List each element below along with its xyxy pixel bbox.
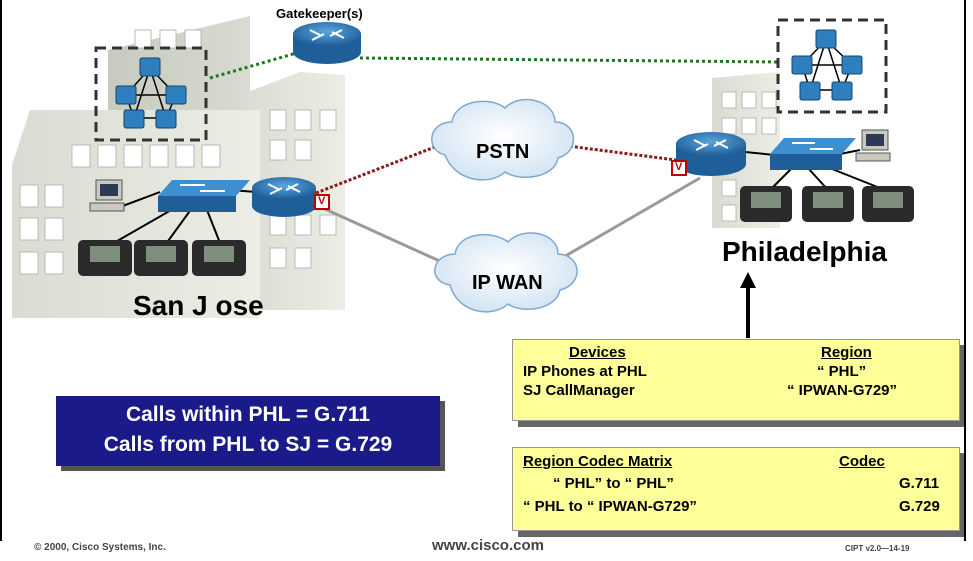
device-row-2: SJ CallManager [523,382,635,399]
sj-switch-icon [158,180,250,212]
pstn-label: PSTN [476,141,530,163]
device-row-1: IP Phones at PHL [523,363,647,380]
region-header: Region [821,344,872,361]
devices-header: Devices [569,344,626,361]
phl-pc-icon [855,129,891,162]
slide-right-border [964,0,966,541]
codec-matrix-box: Region Codec Matrix Codec “ PHL” to “ PH… [512,447,960,531]
sj-pstn-link [315,143,441,195]
url-footer: www.cisco.com [432,537,544,554]
copyright-footer: © 2000, Cisco Systems, Inc. [34,542,166,553]
sj-ip-phones [78,240,246,276]
phl-switch-icon [770,138,856,170]
phl-ip-phones [740,186,914,222]
region-row-2: “ IPWAN-G729” [787,382,898,399]
phl-router-icon [676,132,746,176]
codec-value-row-1: G.711 [899,475,940,492]
summary-line-1: Calls within PHL = G.711 [125,403,371,426]
gatekeeper-link-left [209,50,301,80]
codec-value-row-2: G.729 [899,498,940,515]
sj-pc-icon [89,179,125,212]
slide-left-border [0,0,2,541]
ipwan-label: IP WAN [472,272,543,294]
sj-voice-marker: V [318,195,326,207]
sj-callmanager-cluster [94,46,208,142]
san-jose-label: San J ose [133,290,264,321]
ipwan-cloud [434,232,578,313]
phl-voice-port-marker [671,160,687,176]
summary-line-2: Calls from PHL to SJ = G.729 [103,433,393,456]
codec-summary-box: Calls within PHL = G.711 Calls from PHL … [56,396,440,466]
codec-header: Codec [839,453,885,470]
sj-router-icon [252,177,316,217]
course-footer: CIPT v2.0—14-19 [845,544,910,553]
codec-pair-row-2: “ PHL to “ IPWAN-G729” [523,498,697,515]
phl-pstn-link [559,143,677,162]
phl-box-pointer-arrow [740,272,756,338]
gatekeeper-router-icon [293,22,361,64]
codec-matrix-header: Region Codec Matrix [523,453,673,470]
phl-callmanager-cluster [776,18,888,114]
sj-voice-port-marker [314,194,330,210]
codec-pair-row-1: “ PHL” to “ PHL” [553,475,674,492]
gatekeeper-label: Gatekeeper(s) [276,6,363,21]
pstn-cloud [431,98,575,181]
philadelphia-label: Philadelphia [722,236,887,267]
phl-voice-marker: V [675,161,683,173]
sj-ipwan-link [315,203,456,270]
phl-ipwan-link [554,176,701,264]
gatekeeper-link-right [359,56,781,64]
region-row-1: “ PHL” [817,363,867,380]
devices-region-box: Devices Region IP Phones at PHL “ PHL” S… [512,339,960,421]
